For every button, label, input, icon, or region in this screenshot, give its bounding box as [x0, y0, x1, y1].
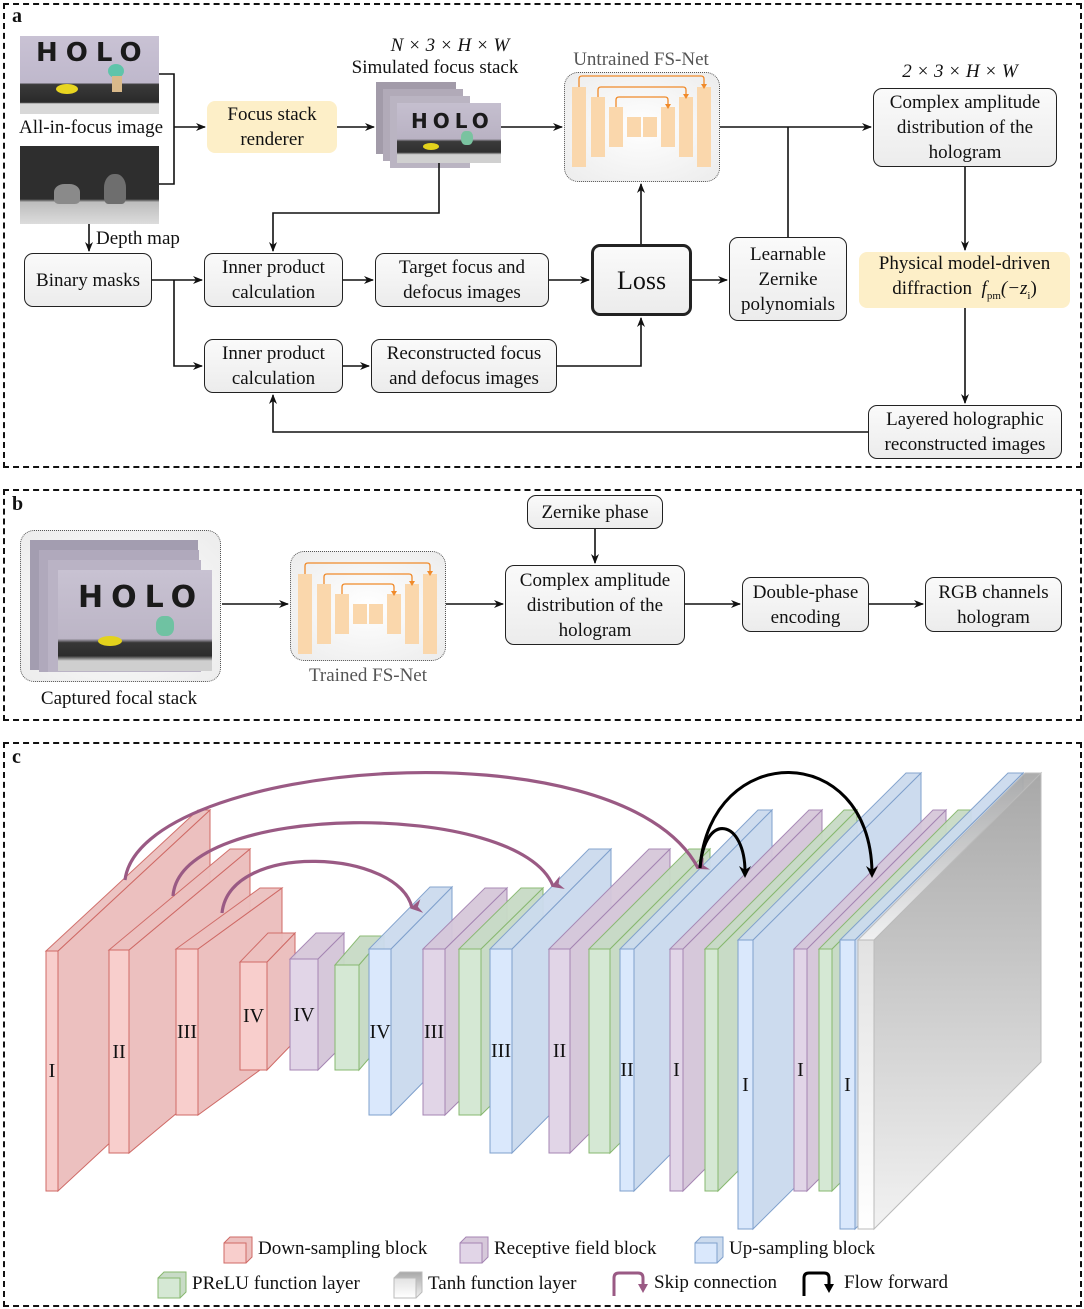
up-sampling-cube-icon — [694, 1236, 724, 1264]
all-in-focus-caption: All-in-focus image — [18, 117, 164, 138]
double-phase-box: Double-phase encoding — [742, 577, 869, 632]
physical-model-line1: Physical model-driven — [878, 253, 1051, 275]
loss-box: Loss — [591, 244, 692, 316]
toy-teal — [108, 64, 124, 78]
simulated-focus-stack: HOLO — [397, 103, 501, 163]
legend-skip-connection: Skip connection — [610, 1270, 777, 1296]
complex-amplitude-box-a: Complex amplitude distribution of the ho… — [873, 88, 1057, 167]
reconstructed-images-box: Reconstructed focus and defocus images — [371, 339, 557, 393]
panel-a — [3, 3, 1082, 468]
block-label: III — [424, 1021, 444, 1043]
block-down-IV — [238, 931, 297, 1072]
output-dims: 2 × 3 × H × W — [902, 61, 1018, 82]
trained-fs-net-label: Trained FS-Net — [308, 665, 428, 686]
captured-focal-stack-caption: Captured focal stack — [40, 688, 198, 709]
legend-up-sampling: Up-sampling block — [693, 1235, 875, 1264]
flow-arrowhead — [739, 866, 751, 878]
flow-arrowhead — [866, 866, 878, 878]
block-label: I — [48, 1060, 56, 1082]
skip-connection-icon — [612, 1271, 648, 1296]
stack-dims: N × 3 × H × W — [390, 35, 510, 56]
captured-focal-stack: HOLO — [58, 570, 212, 671]
panel-b-connectors — [222, 529, 924, 608]
block-label: I — [797, 1059, 804, 1081]
inner-product-box-1: Inner product calculation — [204, 253, 343, 307]
panel-a-connectors — [85, 73, 969, 433]
block-label: I — [742, 1073, 749, 1096]
panel-c-label: c — [12, 746, 21, 768]
legend-tanh: Tanh function layer — [392, 1270, 577, 1299]
skip-connection-arrow — [220, 859, 424, 914]
block-label: II — [112, 1040, 126, 1063]
flow-forward-arrow — [698, 771, 874, 873]
zernike-phase-box: Zernike phase — [527, 495, 663, 529]
block-label: IV — [369, 1021, 391, 1043]
block-label: I — [844, 1073, 851, 1096]
block-label: IV — [293, 1003, 315, 1026]
untrained-fs-net-label: Untrained FS-Net — [573, 49, 709, 70]
unet-icon — [572, 75, 711, 167]
receptive-field-cube-icon — [459, 1236, 489, 1264]
tanh-cube-icon — [393, 1271, 423, 1299]
block-label: II — [620, 1059, 634, 1081]
prelu-cube-icon — [157, 1271, 187, 1299]
legend-receptive-field: Receptive field block — [458, 1235, 657, 1264]
target-images-box: Target focus and defocus images — [375, 253, 549, 307]
inner-product-box-2: Inner product calculation — [204, 339, 343, 393]
panel-b-label: b — [12, 493, 24, 515]
focus-stack-renderer: Focus stack renderer — [207, 101, 337, 153]
panel-b — [3, 489, 1082, 721]
depth-map-image — [20, 146, 159, 224]
trained-fs-net — [290, 551, 446, 661]
panel-c — [3, 742, 1082, 1307]
complex-amplitude-box-b: Complex amplitude distribution of the ho… — [505, 565, 685, 645]
block-label: III — [491, 1040, 511, 1062]
block-receptive-IV — [288, 931, 346, 1072]
skip-connection-arrow — [123, 771, 711, 881]
unet-icon — [298, 562, 437, 654]
panel-a-label: a — [12, 5, 22, 27]
flow-forward-icon — [802, 1271, 834, 1296]
all-in-focus-image: HOLO — [20, 36, 159, 114]
block-label: IV — [242, 1005, 265, 1027]
block-label: I — [673, 1059, 680, 1081]
toy-yellow — [56, 84, 78, 94]
stack-caption: Simulated focus stack — [351, 57, 519, 78]
block-label: III — [177, 1021, 197, 1043]
physical-model-diffraction-box: Physical model-driven diffraction fpm(−z… — [859, 252, 1070, 308]
down-sampling-cube-icon — [223, 1236, 253, 1264]
skip-connection-arrow — [171, 821, 565, 897]
depth-map-caption: Depth map — [96, 228, 180, 249]
block-tanh — [856, 771, 1043, 1231]
zernike-polynomials-box: Learnable Zernike polynomials — [729, 237, 847, 321]
legend-flow-forward: Flow forward — [800, 1270, 948, 1296]
block-label: II — [552, 1040, 567, 1062]
holo-text: HOLO — [36, 38, 150, 68]
binary-masks-box: Binary masks — [24, 253, 152, 307]
legend-down-sampling: Down-sampling block — [222, 1235, 427, 1264]
physical-model-line2: diffraction fpm(−zi) — [892, 278, 1037, 302]
untrained-fs-net — [564, 72, 720, 182]
layered-images-box: Layered holographic reconstructed images — [868, 405, 1062, 459]
legend-prelu: PReLU function layer — [156, 1270, 360, 1299]
rgb-hologram-box: RGB channels hologram — [925, 577, 1062, 632]
